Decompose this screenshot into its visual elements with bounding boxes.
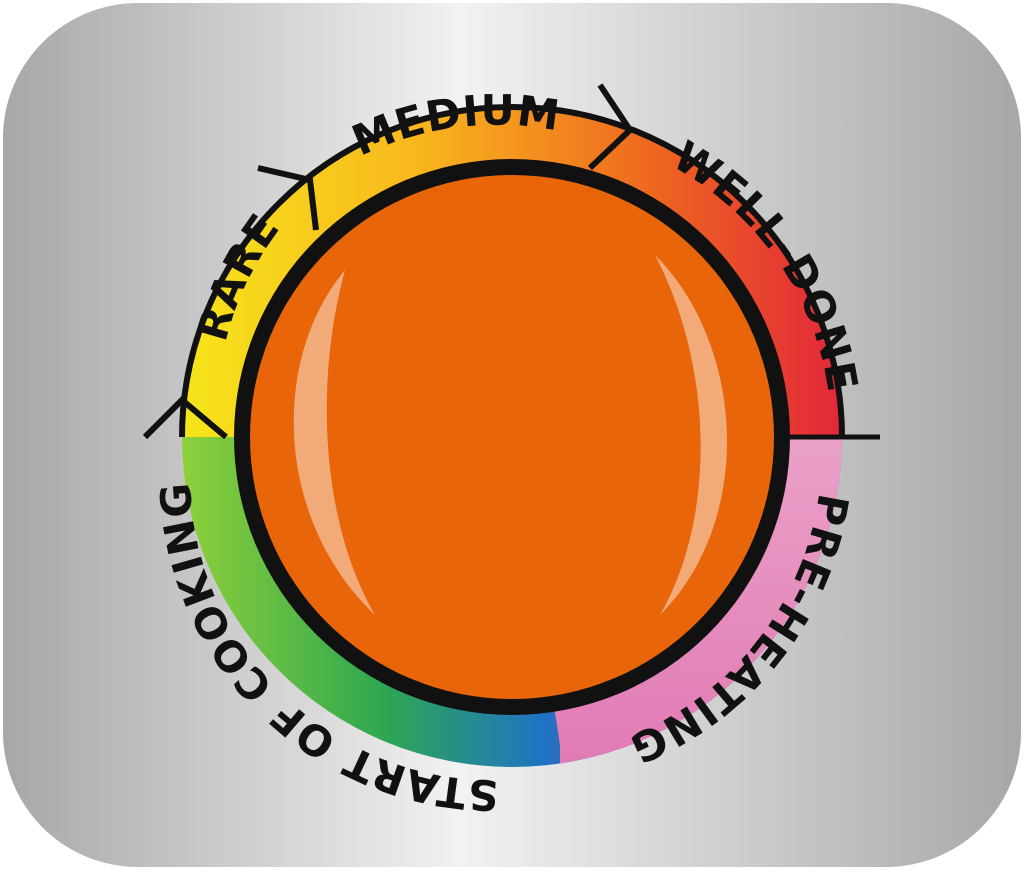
light-highlight-left [293, 270, 375, 615]
chevron-medium-well [587, 83, 634, 171]
light-highlight-right [655, 255, 727, 615]
chevron-rare-start [142, 395, 228, 440]
chevron-rare-medium [257, 165, 319, 231]
indicator-light [250, 175, 774, 699]
